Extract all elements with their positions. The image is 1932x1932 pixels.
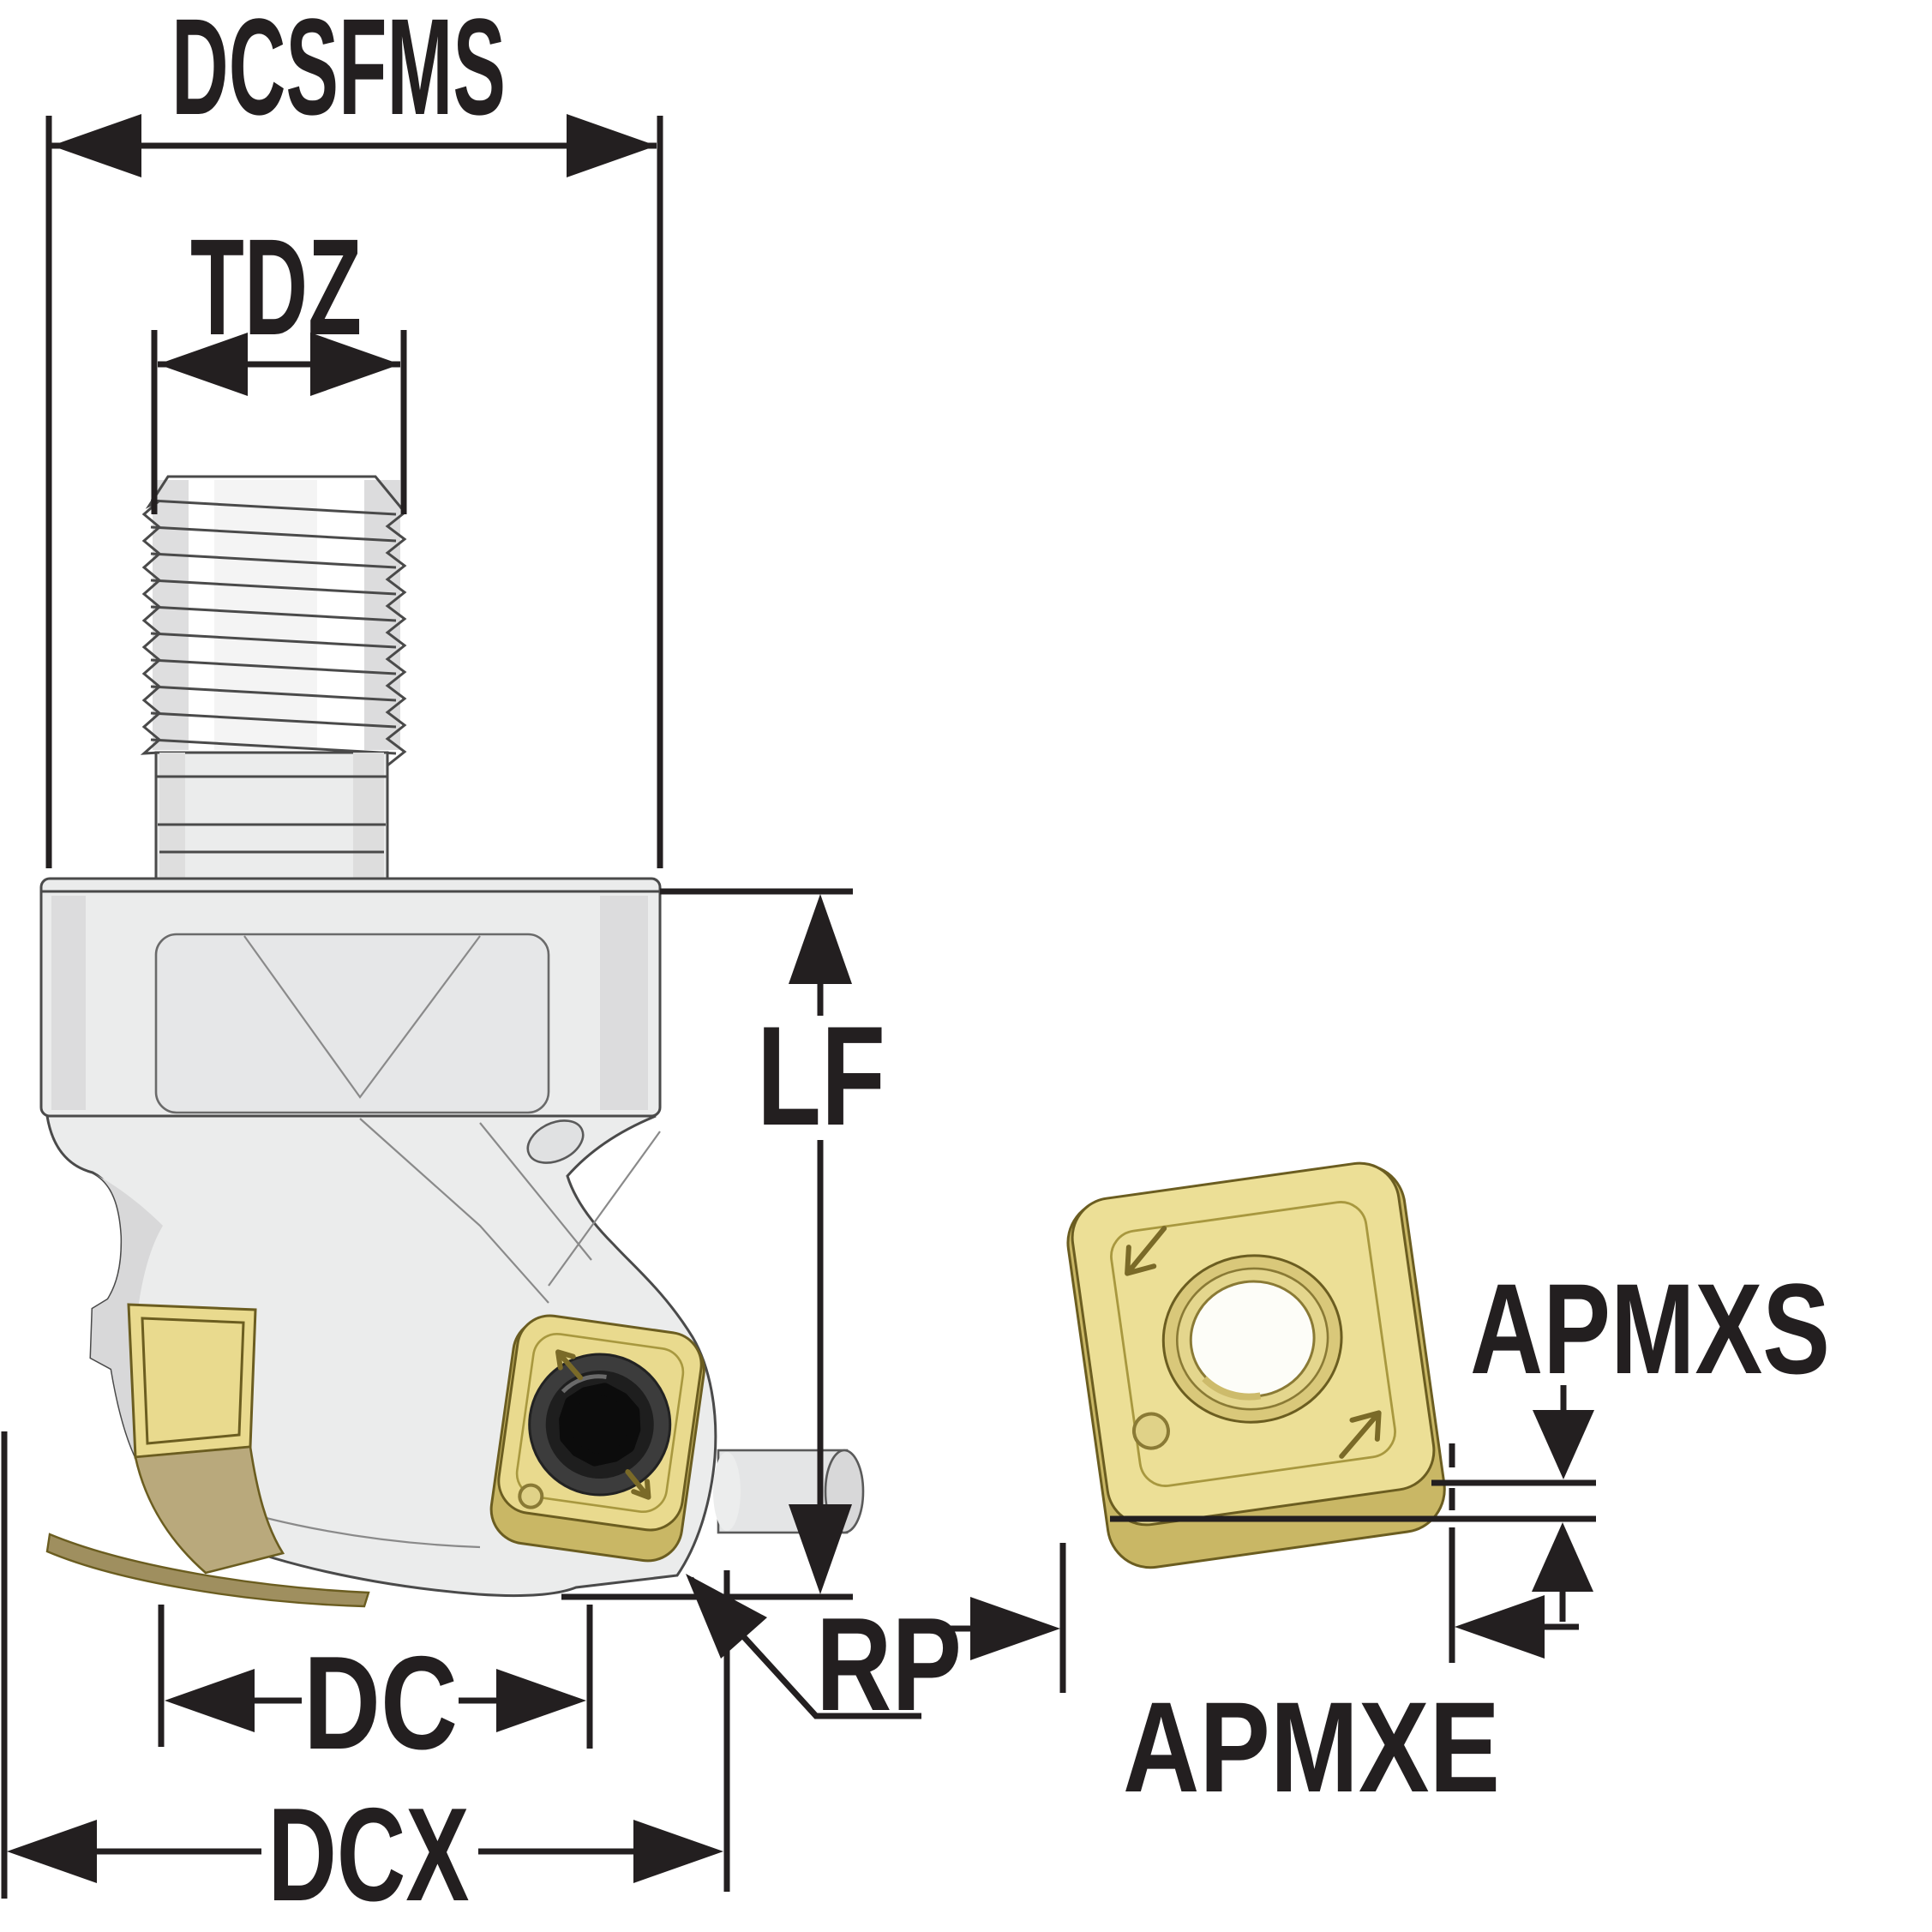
label-dcsfms: DCSFMS (171, 0, 506, 143)
insert-left-flank (45, 1303, 370, 1608)
dim-dcx: DCX (1, 1431, 730, 1929)
dim-dc: DC (158, 1605, 593, 1777)
dim-apmxe: APMXE (934, 1527, 1579, 1819)
label-apmxs: APMXS (1470, 1257, 1830, 1401)
cutter-body-flange (39, 877, 662, 1118)
dim-rp: RP (686, 1574, 962, 1738)
label-tdz: TDZ (190, 210, 362, 363)
dim-apmxs: APMXS (1110, 1257, 1830, 1622)
dim-dcsfms: DCSFMS (45, 0, 663, 868)
insert-center-hole (1161, 1254, 1343, 1424)
shank-neck (154, 751, 389, 880)
label-apmxe: APMXE (1123, 1675, 1500, 1819)
label-lf: LF (757, 997, 885, 1155)
label-rp: RP (816, 1590, 962, 1738)
torx-screw-icon (528, 1353, 672, 1497)
insert-detail (1066, 1161, 1446, 1569)
threaded-shank (140, 475, 407, 880)
insert-mounted (489, 1314, 705, 1563)
dim-tdz: TDZ (151, 210, 407, 514)
label-dc: DC (303, 1629, 458, 1777)
dim-lf: LF (561, 888, 885, 1600)
label-dcx: DCX (268, 1780, 470, 1929)
